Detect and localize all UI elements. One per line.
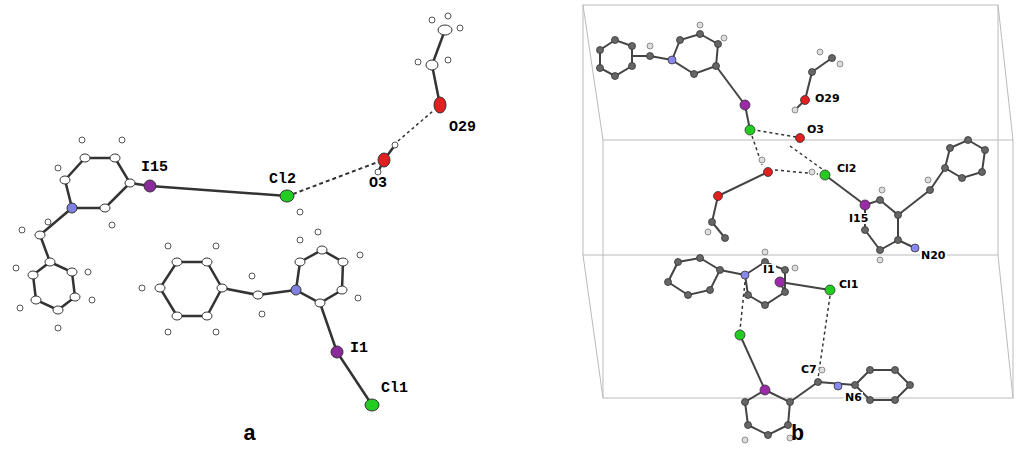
atom-label: Cl2	[836, 163, 858, 174]
atom-label: O3	[806, 124, 825, 135]
hydrogen-bonds-b	[740, 130, 830, 378]
bonds-b	[600, 34, 985, 435]
atoms-a	[28, 25, 452, 411]
unit-cell	[583, 5, 1013, 398]
atoms-b	[597, 31, 989, 439]
atom-label: O3	[368, 176, 388, 191]
panel-letter: b	[790, 424, 805, 446]
atom-label: O29	[448, 120, 477, 135]
atom-label: I1	[762, 264, 776, 275]
atom-label: Cl2	[268, 172, 297, 187]
atom-label: C7	[800, 364, 818, 375]
hydrogens-a	[13, 13, 463, 335]
atom-label: Cl1	[380, 381, 409, 396]
panel-letter: a	[242, 424, 257, 446]
atom-label: O29	[814, 93, 841, 104]
atom-label: N20	[920, 250, 947, 261]
atom-label: I1	[349, 341, 369, 356]
bonds-a	[33, 30, 445, 405]
atom-label: Cl1	[838, 279, 860, 290]
atom-label: N6	[844, 392, 863, 403]
hydrogens-b	[647, 22, 931, 443]
atom-label: I15	[140, 160, 169, 175]
atom-label: I15	[848, 213, 869, 224]
